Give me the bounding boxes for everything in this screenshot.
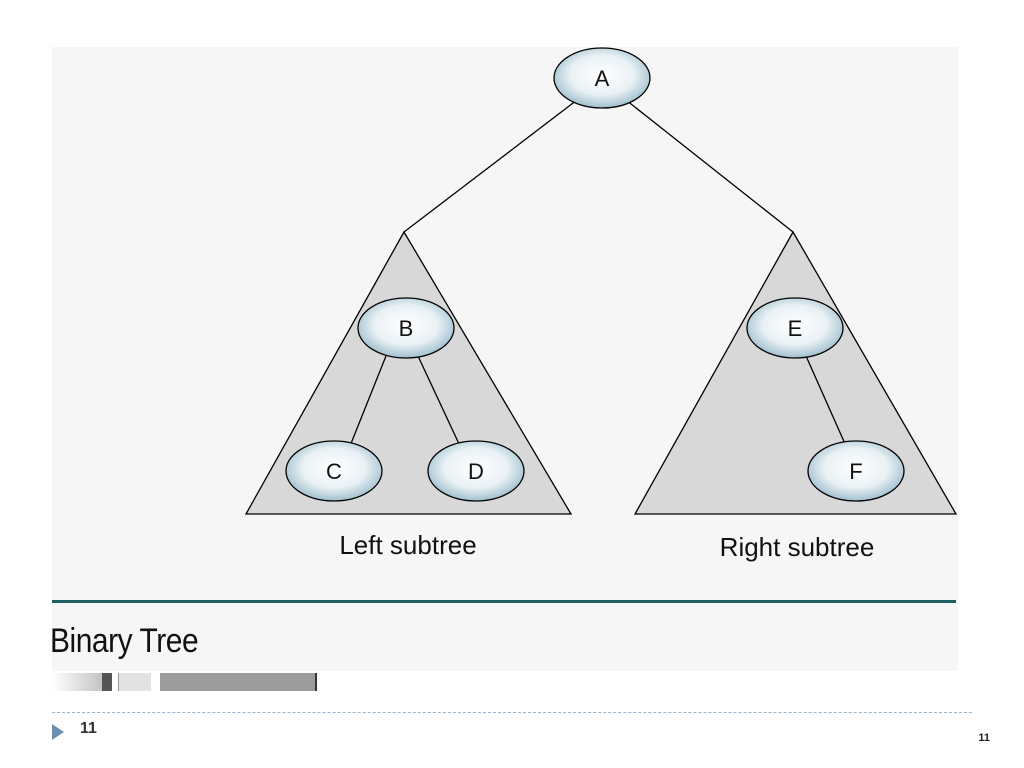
decorative-strip-light: [118, 673, 151, 691]
edge-b-d: [417, 355, 461, 447]
node-f-label: F: [849, 459, 862, 484]
node-b-label: B: [399, 316, 414, 341]
edge-b-c: [349, 355, 387, 447]
node-f: F: [807, 440, 905, 502]
edge-a-left: [403, 99, 578, 233]
edge-e-f: [805, 355, 847, 447]
node-c-label: C: [326, 459, 342, 484]
footer-divider: [52, 712, 972, 713]
node-e-label: E: [788, 316, 803, 341]
decorative-strip-dark: [102, 673, 112, 691]
corner-page-number: 11: [978, 732, 990, 744]
footer-arrow-icon: [52, 724, 64, 740]
decorative-strip-gradient: [52, 673, 112, 691]
node-a-label: A: [595, 66, 610, 91]
footer-slide-number: 11: [80, 720, 97, 737]
node-a: A: [553, 47, 651, 109]
node-d-label: D: [468, 459, 484, 484]
left-subtree-caption: Left subtree: [339, 530, 476, 560]
node-e: E: [746, 297, 844, 359]
right-subtree-triangle: [633, 230, 958, 515]
binary-tree-diagram: A B C D E F Left subtree Right subtree: [244, 47, 958, 562]
decorative-strip-bar: [160, 673, 317, 691]
node-b: B: [357, 297, 455, 359]
right-subtree-caption: Right subtree: [720, 532, 875, 562]
node-d: D: [427, 440, 525, 502]
edge-a-right: [625, 99, 794, 233]
title-divider: [52, 600, 956, 603]
figure-title: Binary Tree: [50, 622, 199, 660]
node-c: C: [285, 440, 383, 502]
